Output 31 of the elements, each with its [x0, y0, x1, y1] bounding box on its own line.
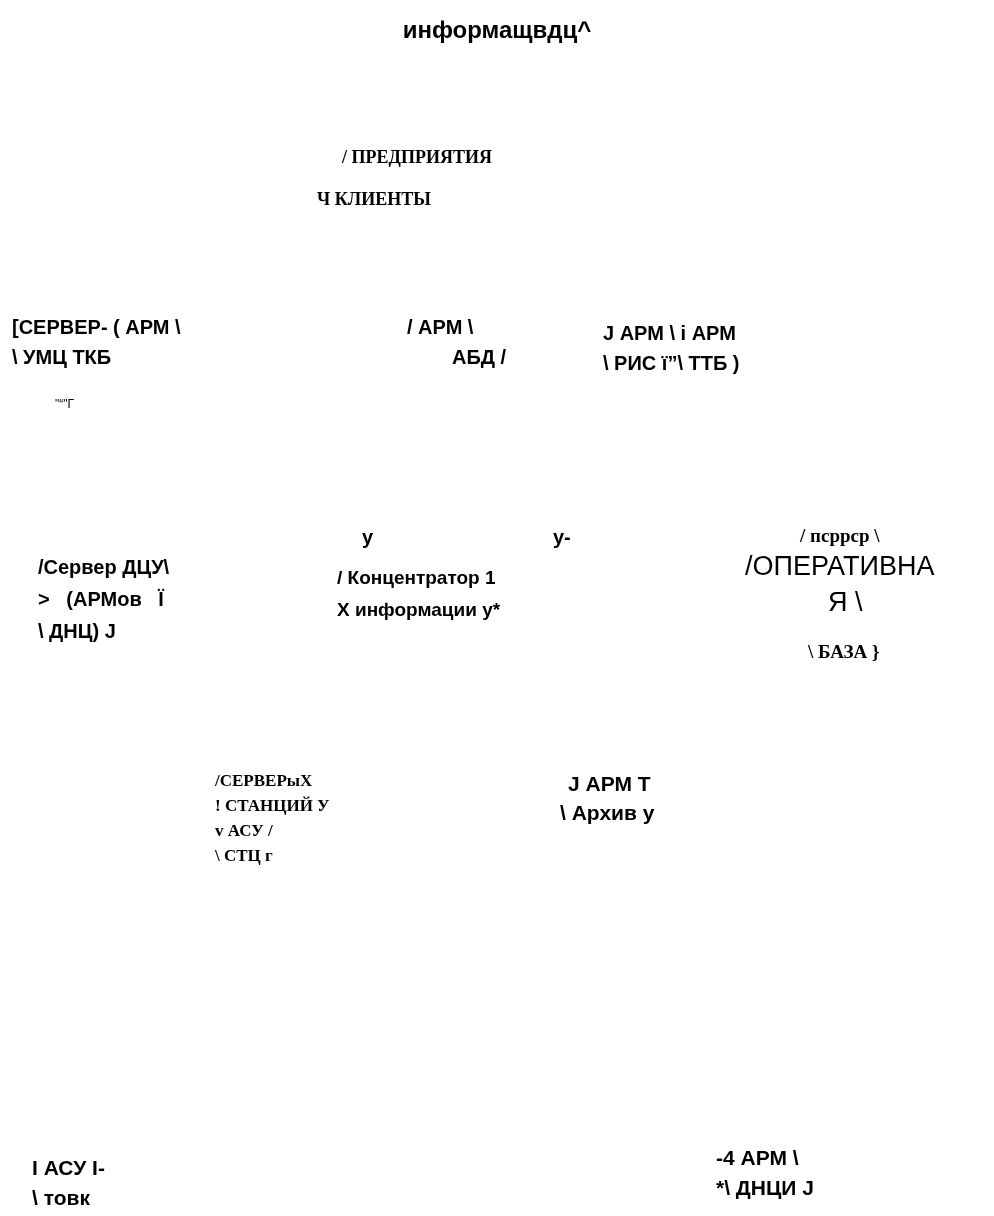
text-label: -4 АРМ \ — [716, 1146, 799, 1170]
text-label: [СЕРВЕР- ( АРМ \ — [12, 316, 181, 338]
text-label: \ УМЦ ТКБ — [12, 346, 112, 368]
text-label: \ РИС ï”\ ТТБ ) — [603, 352, 740, 374]
text-label: Я \ — [828, 588, 863, 618]
diagram-title: информащвдц^ — [401, 16, 593, 44]
text-label: / Концентратор 1 — [337, 568, 496, 589]
text-label: ! СТАНЦИЙ У — [215, 797, 330, 816]
text-label: Х информации у* — [337, 600, 501, 621]
text-label: \ БАЗА } — [808, 642, 880, 663]
text-label: у — [362, 526, 374, 548]
text-label: Ч КЛИЕНТЫ — [317, 190, 431, 210]
text-label: > (АРМов Ï — [38, 588, 164, 610]
text-label: /Сервер ДЦУ\ — [38, 556, 170, 578]
text-label: \ Архив у — [560, 801, 655, 825]
text-label: "“"Г — [55, 398, 74, 412]
text-label: /СЕРВЕРыХ — [215, 772, 313, 791]
text-label: I АСУ I- — [32, 1156, 105, 1180]
text-label: J АРМ \ i АРМ — [603, 322, 736, 344]
text-label: / ПРЕДПРИЯТИЯ — [342, 148, 492, 168]
text-label: \ товк — [32, 1186, 90, 1210]
text-label: /ОПЕРАТИВНА — [745, 552, 935, 582]
text-label: *\ ДНЦИ J — [716, 1176, 814, 1200]
text-label: / АРМ \ — [407, 316, 474, 338]
text-label: АБД / — [452, 346, 507, 368]
text-label: J АРМ Т — [568, 772, 651, 796]
text-label: v АСУ / — [215, 822, 273, 841]
text-label: / псррср \ — [800, 526, 880, 547]
text-label: у- — [553, 526, 571, 548]
text-label: \ ДНЦ) J — [38, 620, 116, 642]
text-label: \ СТЦ г — [215, 847, 273, 866]
